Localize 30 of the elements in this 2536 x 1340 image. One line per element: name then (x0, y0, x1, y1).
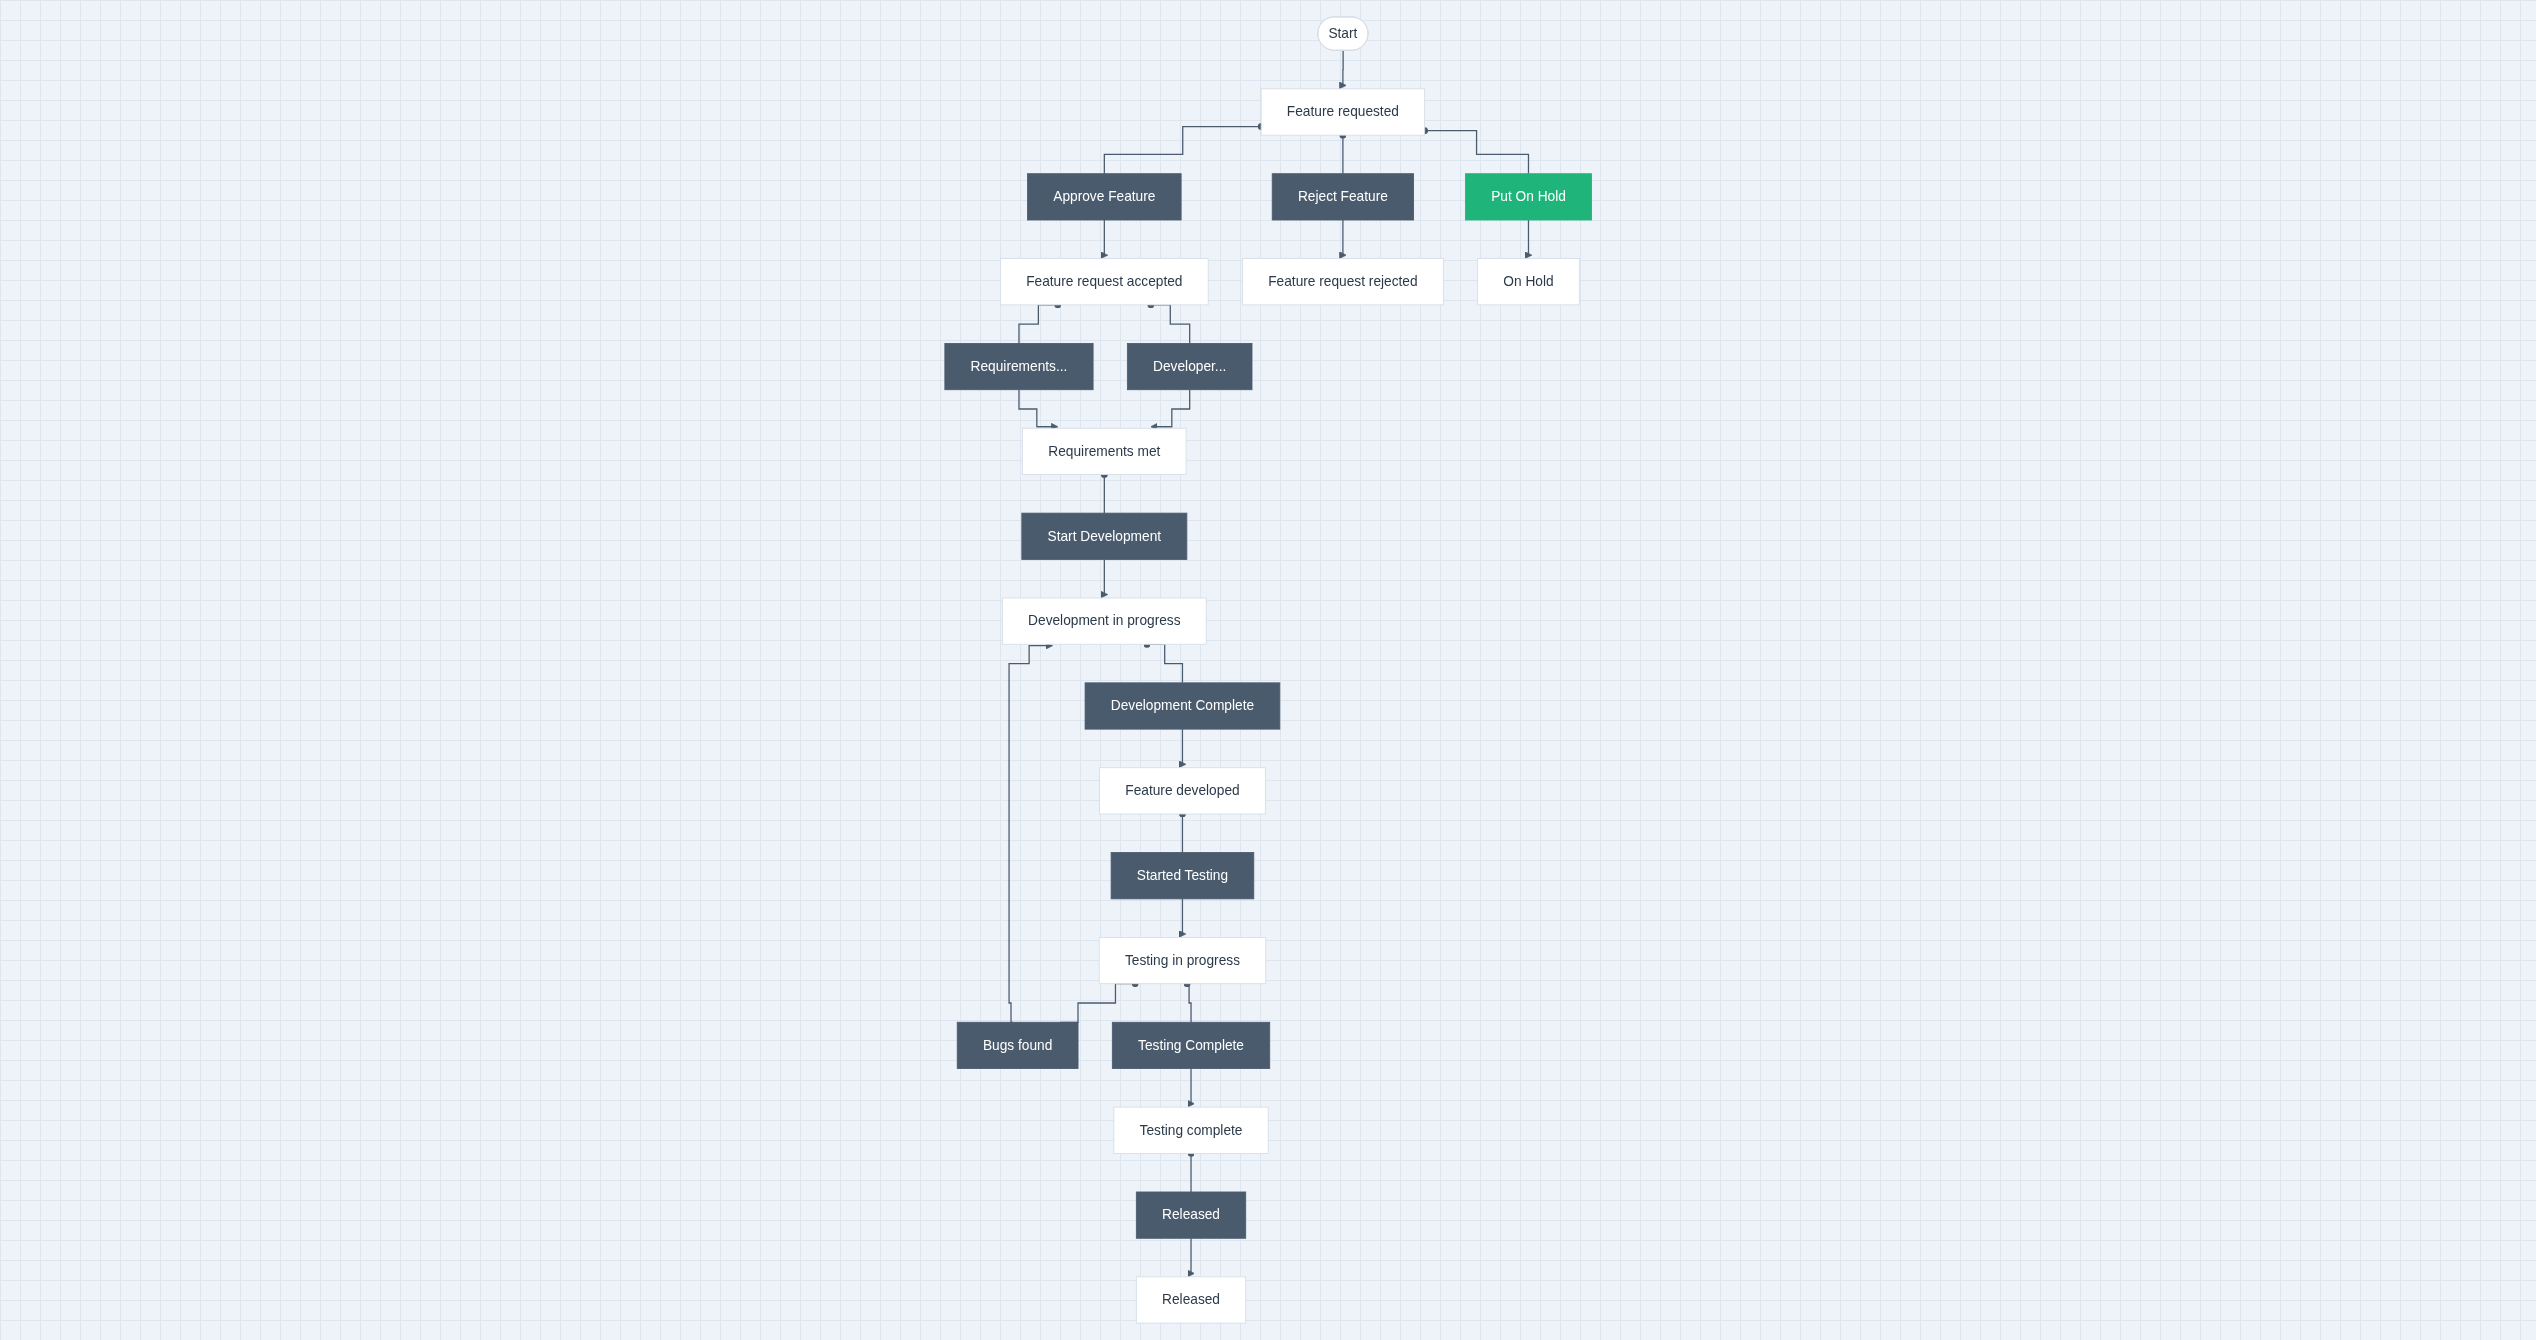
arrow (1187, 1237, 1195, 1278)
node-box: Requirements... (944, 343, 1094, 391)
node-box: Testing Complete (1111, 1021, 1270, 1069)
arrow (1178, 898, 1186, 938)
node-box: Released (1135, 1276, 1246, 1324)
arrow (1524, 219, 1533, 259)
node-box: Bugs found (956, 1021, 1079, 1069)
node-box: Start Development (1021, 512, 1188, 560)
arrow (1100, 558, 1108, 599)
node-box: On Hold (1477, 258, 1580, 306)
node-box: Feature developed (1098, 767, 1266, 815)
arrow (1187, 1067, 1195, 1108)
node-box: Testing complete (1113, 1106, 1269, 1154)
node-box: Development in progress (1001, 597, 1207, 645)
arrow (1178, 728, 1186, 769)
node-box: Feature requested (1260, 88, 1425, 136)
arrow (1338, 219, 1347, 259)
node-box: Feature request accepted (999, 258, 1209, 306)
node-box: Feature request rejected (1241, 258, 1444, 306)
node-box: Developer... (1126, 343, 1253, 391)
node-box: Released (1135, 1191, 1246, 1239)
node-box: Started Testing (1110, 852, 1254, 900)
arrow (1100, 219, 1108, 259)
arrow (1338, 50, 1347, 90)
node-box: Put On Hold (1464, 173, 1592, 221)
node-box: Testing in progress (1098, 937, 1266, 985)
node-box: Requirements met (1021, 427, 1187, 475)
node-box: Reject Feature (1271, 173, 1414, 221)
node-box: Approve Feature (1026, 173, 1182, 221)
node-box: Development Complete (1084, 682, 1281, 730)
